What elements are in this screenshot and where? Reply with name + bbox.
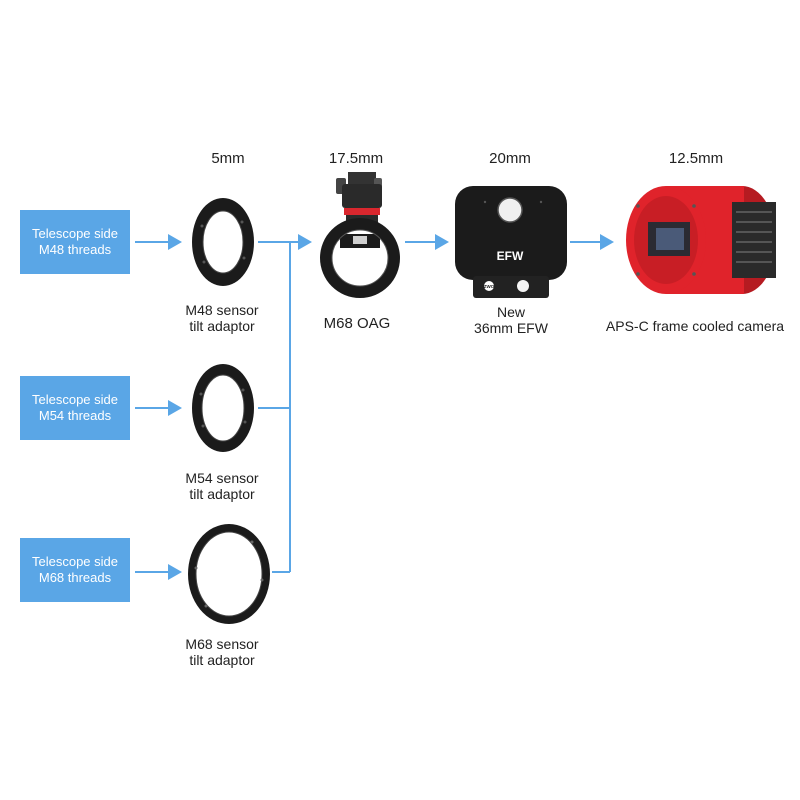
zwo-logo-text: ZWO: [484, 284, 495, 289]
m68-adaptor-ring-image: [188, 524, 270, 624]
telescope-side-m54-box: Telescope side M54 threads: [20, 376, 130, 440]
adaptor-name: M68 sensor: [185, 636, 259, 652]
oag-caption: M68 OAG: [323, 315, 391, 332]
dimension-adaptor: 5mm: [211, 150, 245, 167]
dimension-efw: 20mm: [489, 150, 531, 167]
thread-label: M54 threads: [38, 408, 112, 423]
adaptor-type: tilt adaptor: [189, 318, 255, 334]
m54-adaptor-ring-image: [192, 364, 254, 452]
telescope-side-label: Telescope side: [32, 392, 118, 407]
telescope-side-m68-box: Telescope side M68 threads: [20, 538, 130, 602]
efw-caption: New 36mm EFW: [455, 304, 567, 336]
m68-adaptor-caption: M68 sensor tilt adaptor: [172, 636, 272, 668]
adaptor-type: tilt adaptor: [189, 486, 255, 502]
adaptor-name: M48 sensor: [185, 302, 259, 318]
dimension-oag: 17.5mm: [328, 150, 384, 167]
camera-caption: APS-C frame cooled camera: [605, 318, 785, 334]
cooled-camera-image: [626, 186, 776, 294]
telescope-side-m48-box: Telescope side M48 threads: [20, 210, 130, 274]
thread-label: M68 threads: [38, 570, 112, 585]
telescope-side-label: Telescope side: [32, 554, 118, 569]
adaptor-type: tilt adaptor: [189, 652, 255, 668]
m48-adaptor-caption: M48 sensor tilt adaptor: [172, 302, 272, 334]
efw-body-text: EFW: [497, 249, 524, 263]
efw-image: EFW ZWO: [455, 186, 567, 298]
telescope-side-label: Telescope side: [32, 226, 118, 241]
dimension-camera: 12.5mm: [668, 150, 724, 167]
merge-line: [258, 241, 291, 573]
thread-label: M48 threads: [38, 242, 112, 257]
adaptor-name: M54 sensor: [185, 470, 259, 486]
m54-adaptor-caption: M54 sensor tilt adaptor: [172, 470, 272, 502]
efw-size-label: 36mm EFW: [474, 320, 548, 336]
efw-new-label: New: [496, 304, 525, 320]
m48-adaptor-ring-image: [192, 198, 254, 286]
m68-oag-image: [320, 172, 400, 298]
